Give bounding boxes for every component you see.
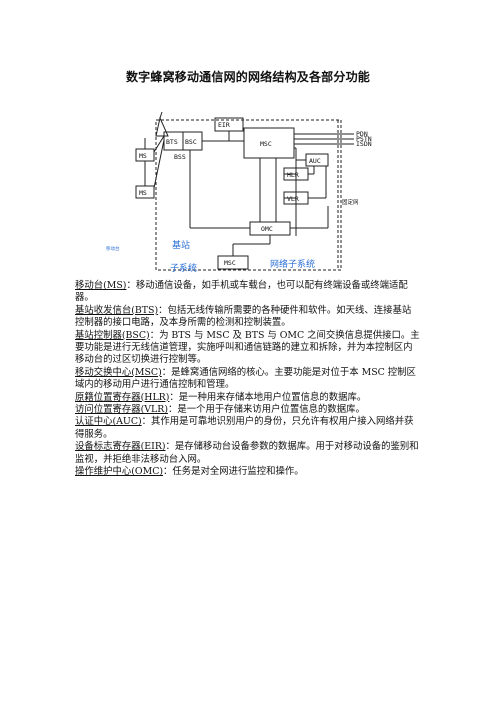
entry-omc: 操作维护中心(OMC)：任务是对全网进行监控和操作。 (75, 466, 420, 478)
term-eir: 设备标志寄存器(EIR) (75, 441, 166, 453)
label-bss: BSS (174, 153, 186, 161)
label-pdn: PDN (356, 130, 368, 138)
entry-bsc: 基站控制器(BSC)：为 BTS 与 MSC 及 BTS 与 OMC 之间交换信… (75, 330, 420, 367)
term-hlr: 原籍位置寄存器(HLR) (75, 391, 170, 403)
desc-bsc: ：为 BTS 与 MSC 及 BTS 与 OMC 之间交换信息提供接口。主要功能… (75, 329, 420, 366)
term-auc: 认证中心(AUC) (75, 416, 142, 428)
term-ms: 移动台(MS) (75, 280, 127, 291)
label-auc: AUC (309, 157, 321, 165)
entry-msc: 移动交换中心(MSC)：是蜂窝通信网络的核心。主要功能是对位于本 MSC 控制区… (75, 367, 420, 392)
component-descriptions: 移动台(MS)：移动通信设备，如手机或车载台，也可以配有终端设备或终端适配器。 … (75, 280, 420, 479)
entry-vlr: 访问位置寄存器(VLR)：是一个用于存储来访用户位置信息的数据库。 (75, 404, 420, 416)
label-base-station: 基站 (172, 239, 190, 251)
term-vlr: 访问位置寄存器(VLR) (75, 404, 168, 416)
label-fixed-network: 固定网 (342, 198, 359, 206)
entry-hlr: 原籍位置寄存器(HLR)：是一种用来存储本地用户位置信息的数据库。 (75, 392, 420, 404)
label-bsc: BSC (185, 138, 197, 146)
desc-ms: ：移动通信设备，如手机或车载台，也可以配有终端设备或终端适配器。 (75, 280, 408, 304)
label-network-subsystem: 网络子系统 (270, 258, 315, 270)
term-msc: 移动交换中心(MSC) (75, 366, 162, 378)
term-bsc: 基站控制器(BSC) (75, 329, 150, 341)
label-isdn: ISDN (356, 140, 372, 148)
desc-msc: ：是蜂窝通信网络的核心。主要功能是对位于本 MSC 控制区域内的移动用户进行通信… (75, 366, 416, 391)
label-msc: MSC (260, 140, 272, 148)
label-eir: EIR (218, 121, 230, 129)
desc-auc: ：其作用是可靠地识别用户的身份，只允许有权用户接入网络并获得服务。 (75, 416, 414, 440)
label-vlr: VLR (287, 195, 299, 203)
term-bts: 基站收发信台(BTS) (75, 304, 159, 316)
entry-ms: 移动台(MS)：移动通信设备，如手机或车载台，也可以配有终端设备或终端适配器。 (75, 280, 420, 305)
msc-box (243, 127, 295, 159)
label-msc-bottom: MSC (224, 259, 236, 267)
entry-auc: 认证中心(AUC)：其作用是可靠地识别用户的身份，只允许有权用户接入网络并获得服… (75, 416, 420, 441)
network-structure-diagram: EIR BTS BSC BSS MSC AUC HLR VLR OMC MSC … (106, 111, 372, 274)
label-subsystem: 子系统 (170, 262, 197, 274)
page-title: 数字蜂窝移动通信网的网络结构及各部分功能 (125, 70, 370, 84)
label-ms-bottom: MS (139, 189, 147, 197)
subsystem-frame (155, 119, 342, 271)
label-bts: BTS (166, 138, 178, 146)
label-hlr: HLR (287, 171, 299, 179)
label-pstn: PSTN (356, 135, 372, 143)
entry-eir: 设备标志寄存器(EIR)：是存储移动台设备参数的数据库。用于对移动设备的鉴别和监… (75, 441, 420, 466)
label-mobile-station: 移动台 (106, 245, 120, 252)
desc-omc: ：任务是对全网进行监控和操作。 (163, 466, 304, 478)
desc-hlr: ：是一种用来存储本地用户位置信息的数据库。 (169, 391, 367, 403)
desc-bts: ：包括无线传输所需要的各种硬件和软件。如天线、连接基站控制器的接口电路，及本身所… (75, 304, 412, 329)
label-ms-top: MS (139, 152, 147, 160)
desc-vlr: ：是一个用于存储来访用户位置信息的数据库。 (168, 404, 365, 416)
entry-bts: 基站收发信台(BTS)：包括无线传输所需要的各种硬件和软件。如天线、连接基站控制… (75, 305, 420, 330)
term-omc: 操作维护中心(OMC) (75, 466, 164, 478)
antenna-icon (155, 116, 169, 137)
desc-eir: ：是存储移动台设备参数的数据库。用于对移动设备的鉴别和监视，并拒绝非法移动台入网… (75, 441, 419, 465)
label-omc: OMC (261, 225, 273, 233)
